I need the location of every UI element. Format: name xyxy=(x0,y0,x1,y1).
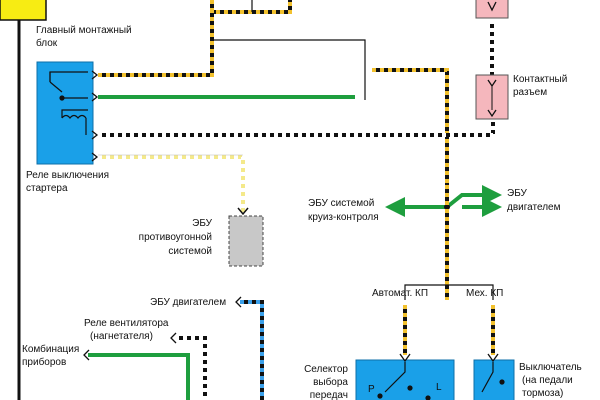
coil-icon xyxy=(61,109,88,135)
brake-switch-icon xyxy=(481,362,505,393)
wire-to-immobilizer xyxy=(98,154,245,212)
label-selector: Селектор xyxy=(304,364,348,375)
label-main-block: Главный монтажный xyxy=(36,25,132,36)
label-ecu-cruise: ЭБУ системой xyxy=(308,198,374,209)
label-fan-relay: Реле вентилятора xyxy=(84,318,169,329)
label-ecu-engine-left: ЭБУ двигателем xyxy=(150,297,226,308)
main-mounting-block xyxy=(0,0,47,21)
label-main-block-2: блок xyxy=(36,37,58,49)
arrow-head-icon xyxy=(170,332,177,344)
connector-pin-icon xyxy=(399,353,411,363)
wire-top-bracket xyxy=(210,0,292,14)
selector-switch-icon xyxy=(377,362,431,400)
label-ecu-immobilizer: ЭБУ xyxy=(192,218,213,229)
label-brake-switch-3: тормоза) xyxy=(522,388,563,399)
label-manual-transmission: Мех. КП xyxy=(466,288,503,299)
label-brake-switch-2: (на педали xyxy=(522,375,573,386)
label-brake-switch: Выключатель xyxy=(519,362,582,373)
label-instrument-cluster: Комбинация xyxy=(22,343,79,355)
label-selector-2: выбора xyxy=(313,376,348,388)
wire-black-white xyxy=(98,120,495,137)
label-ecu-engine-right-2: двигателем xyxy=(507,202,561,213)
label-auto-transmission: Автомат. КП xyxy=(372,288,428,299)
wire-instrument-cluster xyxy=(88,353,190,400)
starter-cut-relay xyxy=(36,61,94,165)
label-ecu-immobilizer-3: системой xyxy=(168,246,212,257)
label-selector-3: передач xyxy=(310,390,348,400)
label-fan-relay-2: (нагнетателя) xyxy=(90,331,153,342)
transmission-split-line xyxy=(404,284,494,300)
selector-l-label: L xyxy=(436,382,442,393)
arrow-head-icon xyxy=(235,296,242,308)
selector-p-label: P xyxy=(368,384,375,395)
label-connector: Контактный xyxy=(513,74,567,85)
connector-pin-icon xyxy=(487,109,497,118)
connector-pin-icon xyxy=(237,207,249,216)
label-ecu-cruise-2: круиз-контроля xyxy=(308,212,379,223)
label-instrument-cluster-2: приборов xyxy=(22,356,66,368)
connector-pin-icon xyxy=(487,353,499,363)
connector-pin-icon xyxy=(487,1,497,12)
immobilizer-ecu xyxy=(228,215,264,267)
label-starter-relay-2: стартера xyxy=(26,183,68,194)
wire-engine-ecu xyxy=(240,300,264,400)
label-ecu-engine-right: ЭБУ xyxy=(507,188,528,199)
wire-cruise-engine xyxy=(385,185,502,217)
wire-to-connector xyxy=(372,68,449,185)
arrow-head-icon xyxy=(83,349,90,361)
label-connector-2: разъем xyxy=(513,87,547,98)
brake-switch xyxy=(473,359,515,400)
wire-relay-top xyxy=(98,12,214,77)
label-ecu-immobilizer-2: противоугонной xyxy=(139,232,212,243)
wire-fan-relay xyxy=(175,336,207,400)
label-starter-relay: Реле выключения xyxy=(26,170,109,181)
relay-pins xyxy=(91,70,99,162)
wire-bracket-line xyxy=(212,39,366,100)
relay-switch-icon xyxy=(49,71,88,101)
